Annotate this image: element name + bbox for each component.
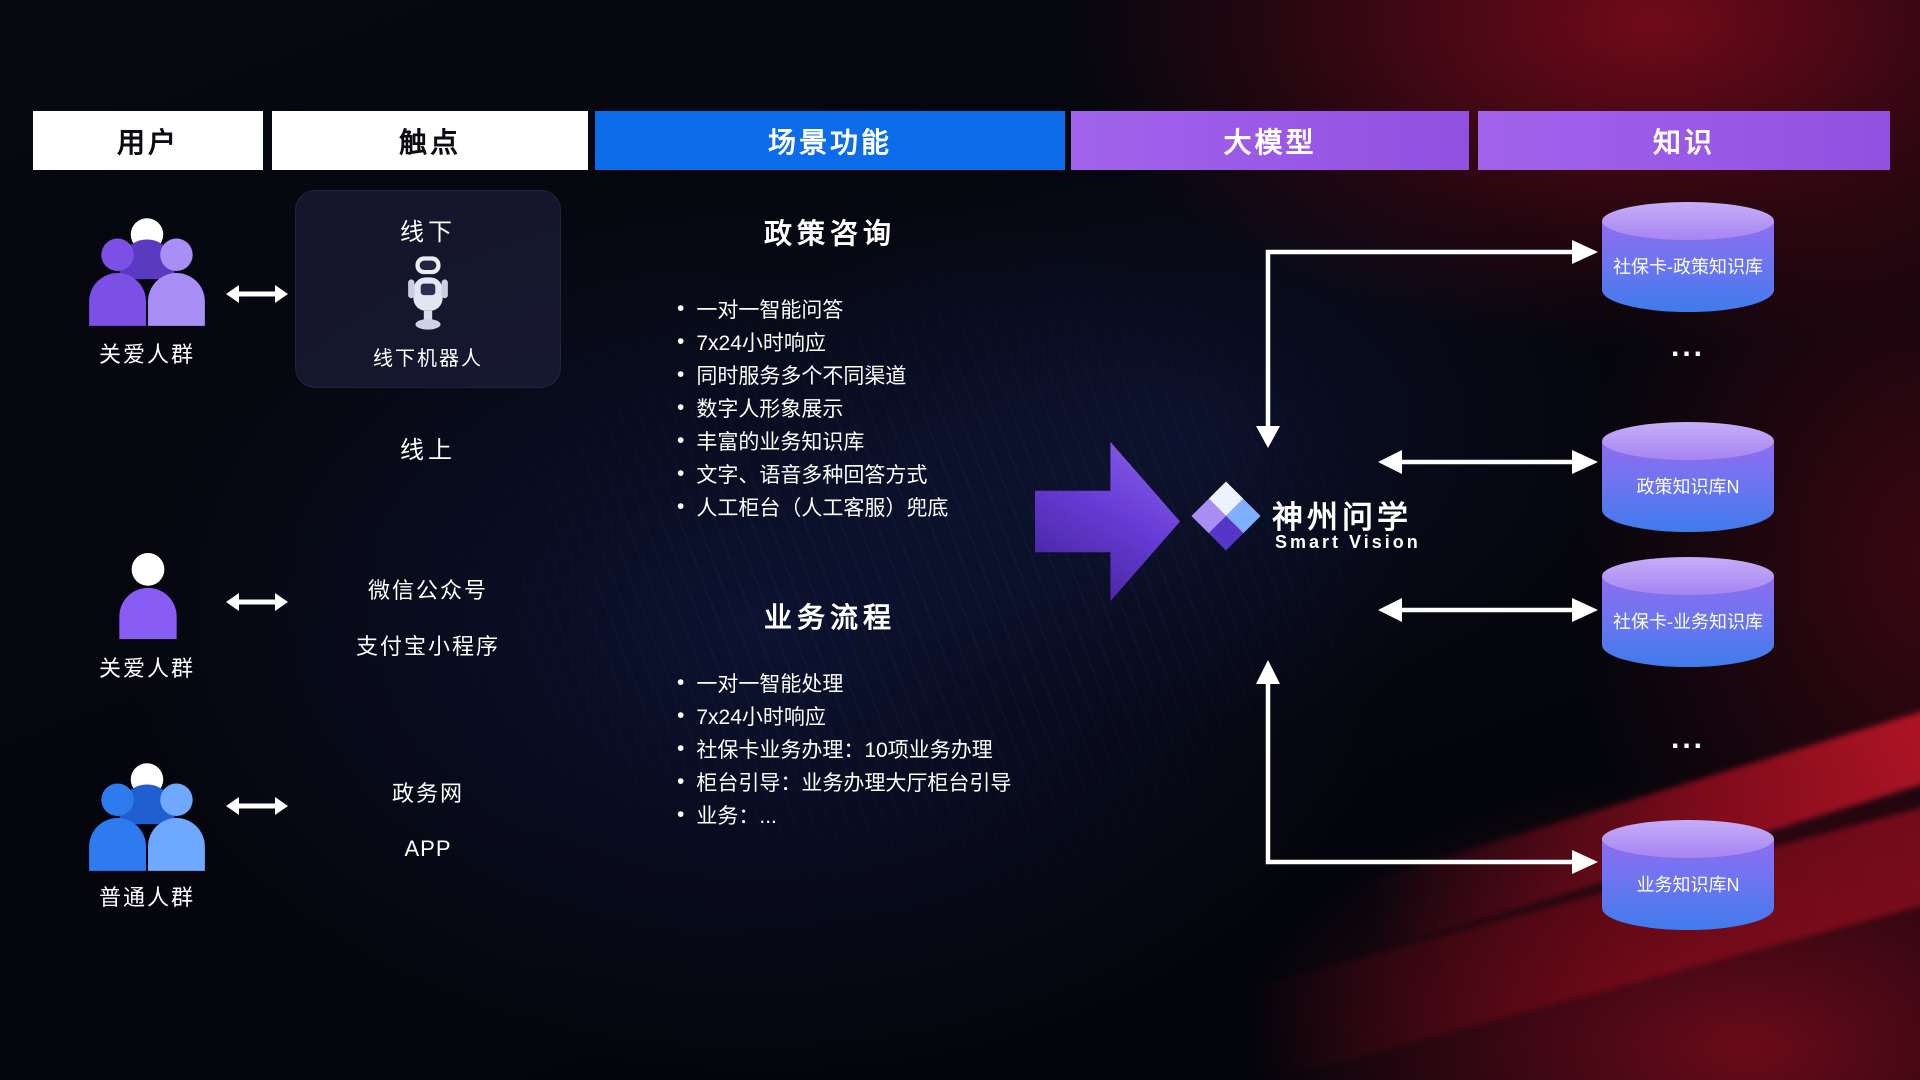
model-name: 神州问学 <box>1272 500 1412 535</box>
header-column-touchpoints: 触点 <box>272 111 588 170</box>
bullet-text: 业务：... <box>696 804 777 828</box>
bullet-text: 人工柜台（人工客服）兜底 <box>696 496 949 520</box>
bullet-item: 同时服务多个不同渠道 <box>677 358 1107 391</box>
wechat-channel-label: 微信公众号 <box>367 578 488 603</box>
bullet-item: 丰富的业务知识库 <box>677 424 1107 457</box>
database-cylinder-icon: 业务知识库N <box>1602 820 1774 930</box>
bullet-text: 柜台引导：业务办理大厅柜台引导 <box>696 771 1012 795</box>
db-top <box>1602 422 1774 460</box>
gov-channel-label: 政务网 <box>391 781 464 806</box>
header-label: 大模型 <box>1223 126 1317 158</box>
header-label: 场景功能 <box>767 126 892 158</box>
bullet-text: 数字人形象展示 <box>696 397 844 421</box>
knowledge-ellipsis: ... <box>1670 722 1705 755</box>
bullet-item: 社保卡业务办理：10项业务办理 <box>677 732 1107 765</box>
bullet-item: 人工柜台（人工客服）兜底 <box>677 490 1107 523</box>
user-label: 普通人群 <box>98 885 195 910</box>
knowledge-ellipsis: ... <box>1670 330 1705 363</box>
user-label: 关爱人群 <box>98 656 195 681</box>
header-column-knowledge: 知识 <box>1478 111 1890 170</box>
bullet-text: 文字、语音多种回答方式 <box>696 463 928 487</box>
bullet-item: 7x24小时响应 <box>677 699 1107 732</box>
robot-icon <box>405 254 451 332</box>
db-top <box>1602 202 1774 240</box>
db-top <box>1602 557 1774 595</box>
user-group-icon <box>81 757 213 871</box>
bullet-text: 一对一智能问答 <box>696 298 844 322</box>
diamond-logo-icon <box>1190 480 1262 552</box>
user-person-icon <box>115 551 181 639</box>
knowledge-base-label: 业务知识库N <box>1636 875 1740 896</box>
bullet-item: 一对一智能处理 <box>677 666 1107 699</box>
scene-title-policy-consulting: 政策咨询 <box>763 218 896 249</box>
database-cylinder-icon: 政策知识库N <box>1602 422 1774 532</box>
bullet-text: 7x24小时响应 <box>696 705 826 729</box>
bullet-text: 一对一智能处理 <box>696 672 844 696</box>
bullet-text: 同时服务多个不同渠道 <box>696 364 907 388</box>
business-process-bullet-list: 一对一智能处理 7x24小时响应 社保卡业务办理：10项业务办理 柜台引导：业务… <box>677 666 1107 831</box>
header-column-users: 用户 <box>33 111 263 170</box>
bullet-text: 丰富的业务知识库 <box>696 430 865 454</box>
header-label: 用户 <box>116 126 179 158</box>
bullet-item: 7x24小时响应 <box>677 325 1107 358</box>
double-arrow-icon <box>226 589 288 615</box>
bullet-item: 业务：... <box>677 798 1107 831</box>
header-column-large-model: 大模型 <box>1071 111 1469 170</box>
database-cylinder-icon: 社保卡-政策知识库 <box>1602 202 1774 312</box>
bullet-text: 社保卡业务办理：10项业务办理 <box>696 738 993 762</box>
online-title: 线上 <box>400 437 456 464</box>
offline-touchpoint-card: 线下 线下机器人 <box>295 190 561 388</box>
offline-robot-label: 线下机器人 <box>373 348 483 370</box>
bullet-item: 文字、语音多种回答方式 <box>677 457 1107 490</box>
knowledge-base-label: 社保卡-政策知识库 <box>1613 257 1763 278</box>
offline-title: 线下 <box>400 219 456 246</box>
user-group-icon <box>81 212 213 326</box>
db-top <box>1602 820 1774 858</box>
header-column-scene-functions: 场景功能 <box>595 111 1065 170</box>
model-subtitle: Smart Vision <box>1275 532 1421 552</box>
double-arrow-icon <box>226 281 288 307</box>
header-label: 知识 <box>1652 126 1715 158</box>
knowledge-base-label: 政策知识库N <box>1636 477 1740 498</box>
app-channel-label: APP <box>404 836 452 861</box>
bullet-item: 柜台引导：业务办理大厅柜台引导 <box>677 765 1107 798</box>
header-label: 触点 <box>398 126 461 158</box>
knowledge-base-label: 社保卡-业务知识库 <box>1613 612 1763 633</box>
bullet-item: 数字人形象展示 <box>677 391 1107 424</box>
double-arrow-icon <box>226 793 288 819</box>
scene-title-business-process: 业务流程 <box>763 602 896 633</box>
policy-consulting-bullet-list: 一对一智能问答 7x24小时响应 同时服务多个不同渠道 数字人形象展示 丰富的业… <box>677 292 1107 523</box>
alipay-channel-label: 支付宝小程序 <box>355 634 500 659</box>
user-label: 关爱人群 <box>98 342 195 367</box>
bullet-text: 7x24小时响应 <box>696 331 826 355</box>
database-cylinder-icon: 社保卡-业务知识库 <box>1602 557 1774 667</box>
bullet-item: 一对一智能问答 <box>677 292 1107 325</box>
